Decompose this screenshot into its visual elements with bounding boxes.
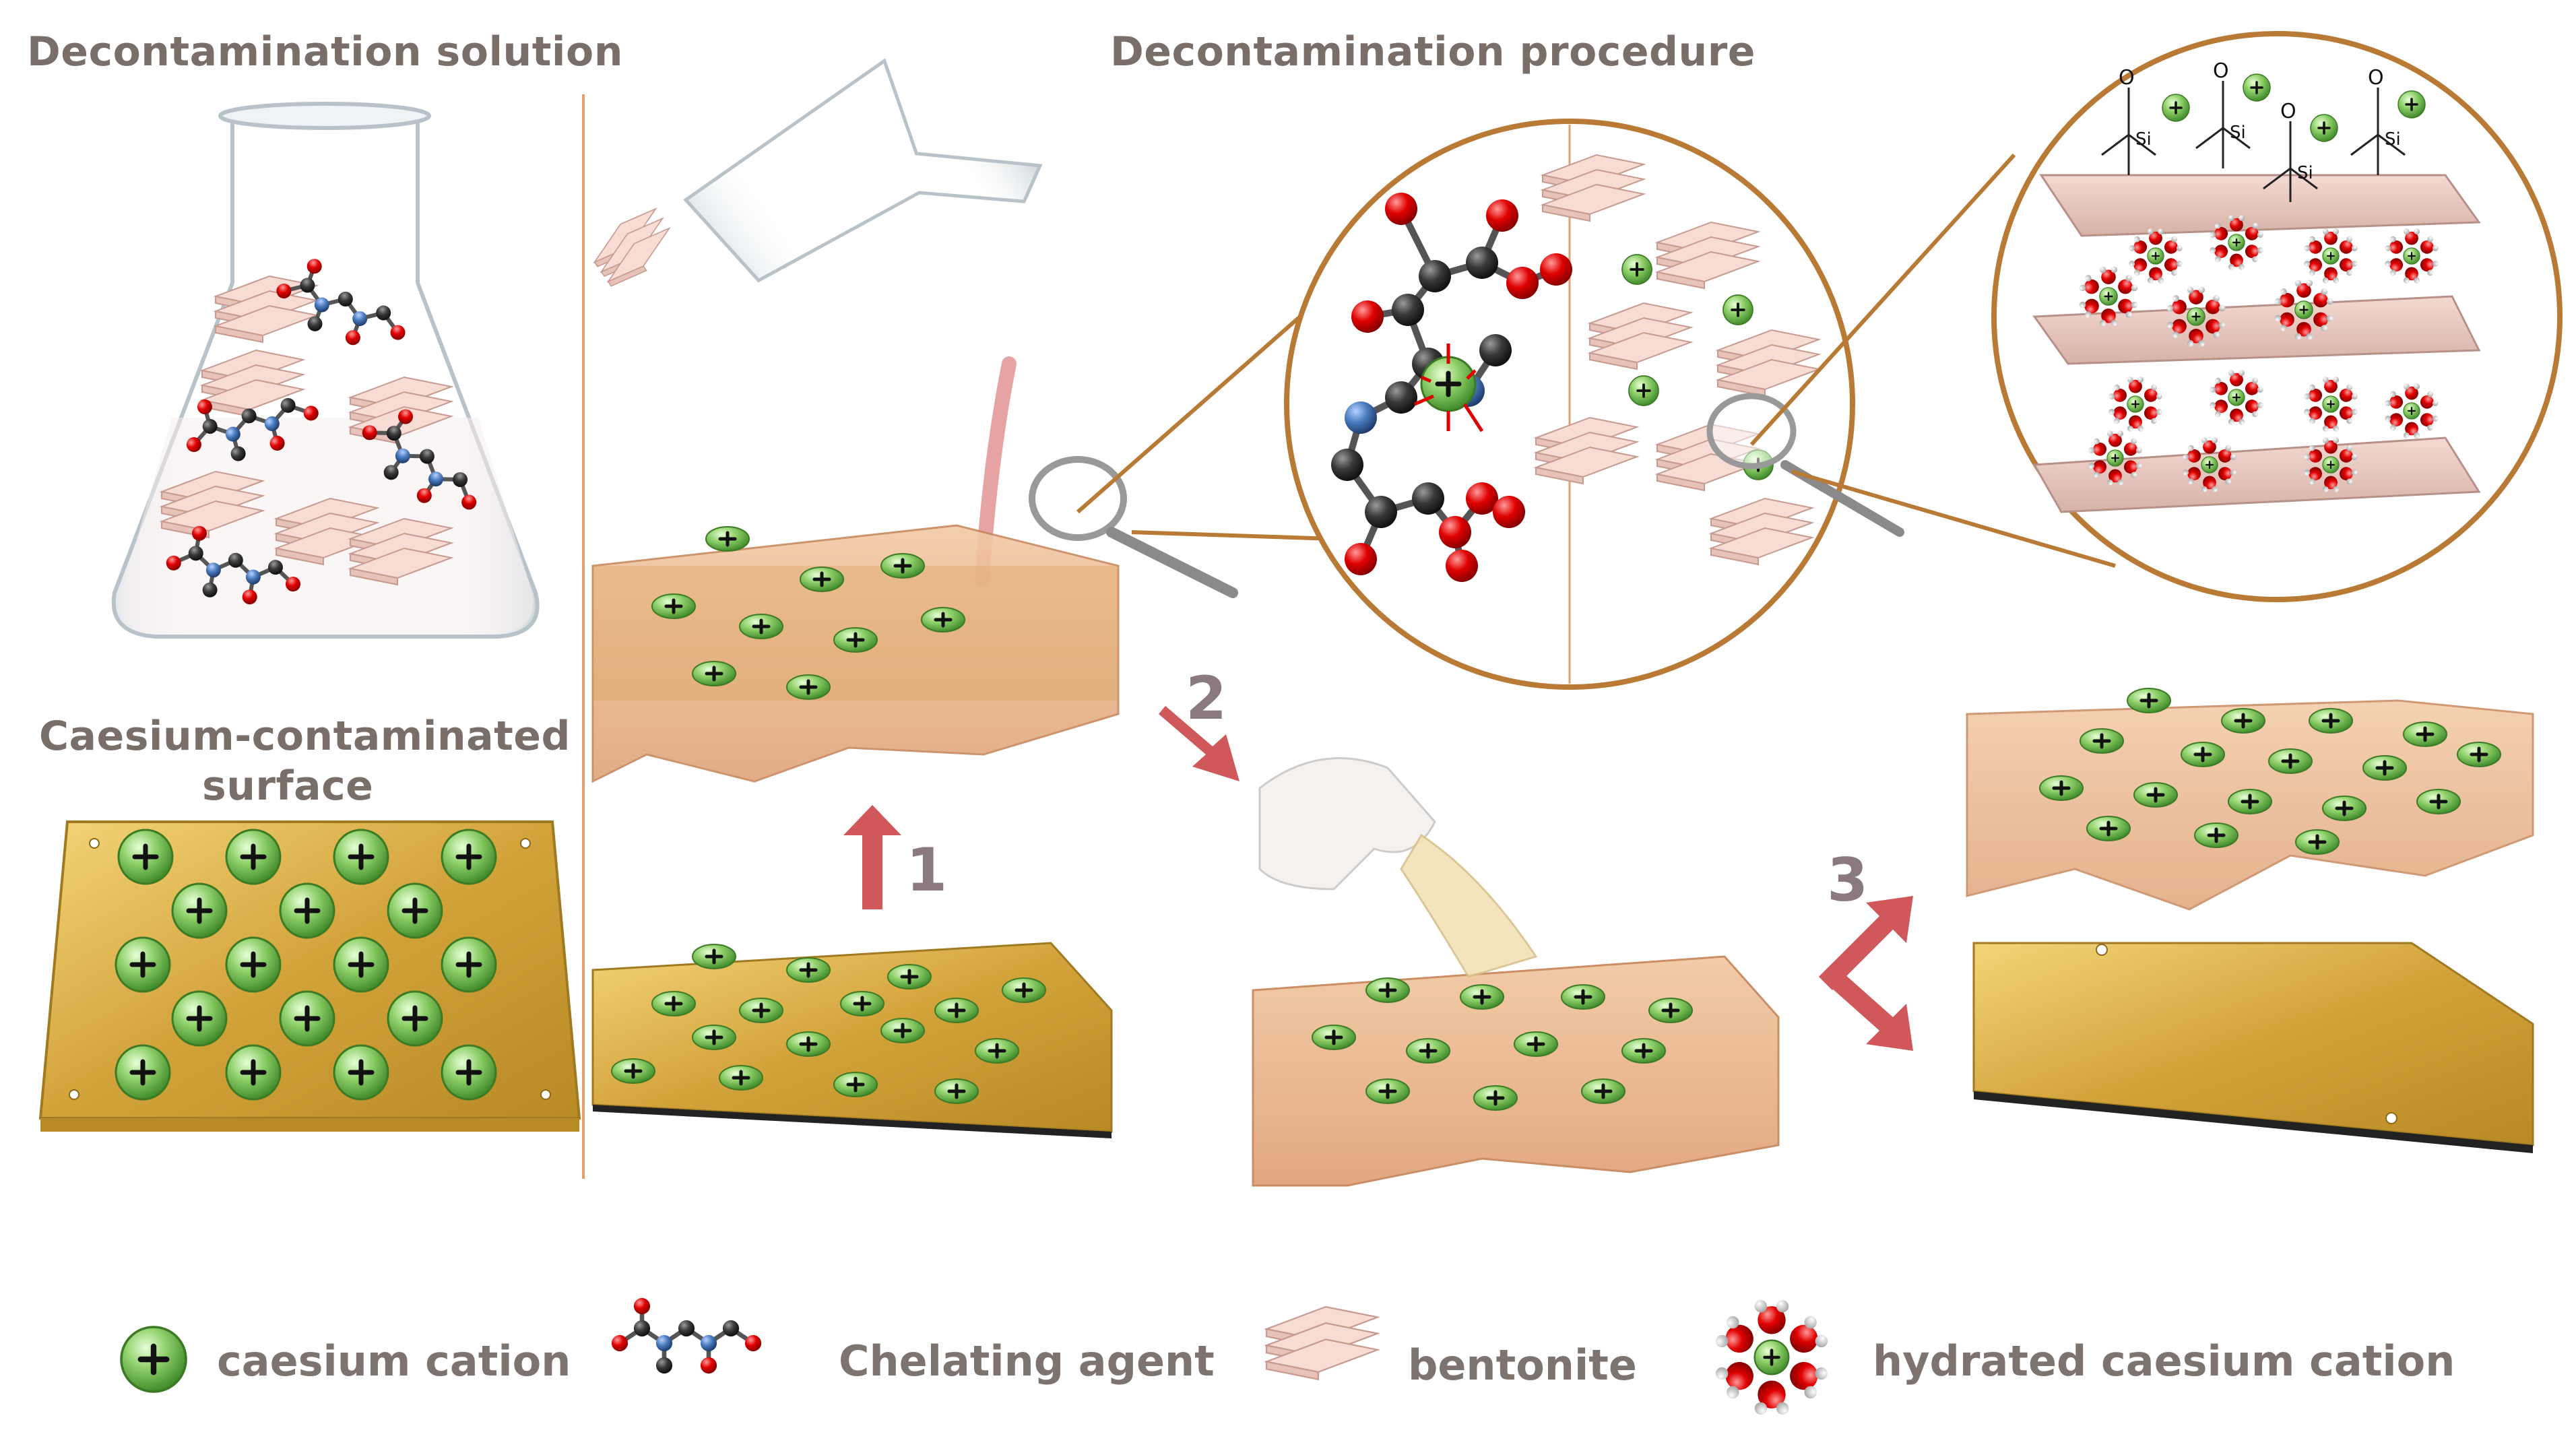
- step3-removed-gel: [1966, 688, 2534, 911]
- magnifying-glass-icon-2: [1706, 393, 1797, 470]
- o-minus-label: O: [2119, 66, 2135, 90]
- chelating-agent-icon: [612, 1298, 761, 1373]
- svg-text:Si: Si: [2385, 129, 2401, 150]
- legend-label-hydrated-caesium-cation: hydrated caesium cation: [1873, 1336, 2455, 1386]
- step3-arrows: [1819, 896, 1913, 1051]
- svg-text:O: O: [2213, 59, 2229, 83]
- pouring-flask-icon: [584, 58, 1043, 293]
- erlenmeyer-flask-icon: [111, 102, 540, 639]
- step3-clean-plate: [1972, 942, 2534, 1153]
- bentonite-icon: [1265, 1305, 1379, 1380]
- step2-peeling-gel: [1252, 757, 1780, 1187]
- step1-arrow: [843, 805, 901, 909]
- surface-heading-line2: surface: [202, 763, 374, 810]
- caesium-cation-icon: [121, 1327, 186, 1392]
- step1-number: 1: [906, 835, 948, 905]
- contaminated-brass-plate: [38, 820, 581, 1132]
- step2-number: 2: [1186, 664, 1227, 733]
- svg-text:O: O: [2368, 66, 2384, 90]
- zoom-callout-chelation: [1284, 119, 1904, 690]
- svg-text:Si: Si: [2230, 123, 2246, 143]
- surface-heading-line1: Caesium-contaminated: [39, 713, 571, 760]
- magnifying-glass-icon-1: [1029, 456, 1238, 598]
- si-label: Si: [2135, 129, 2152, 150]
- chelate-complex: [1331, 193, 1572, 582]
- step1-plate: [591, 942, 1113, 1138]
- solution-heading: Decontamination solution: [27, 28, 623, 75]
- hydrated-caesium-cation-icon: [1714, 1300, 1830, 1415]
- step3-number: 3: [1827, 845, 1869, 915]
- gel-coated-surface: [591, 524, 1120, 783]
- legend-label-chelating-agent: Chelating agent: [839, 1336, 1215, 1386]
- zoom-callout-bentonite-layers: O O O O Si Si Si Si: [1991, 31, 2563, 602]
- svg-text:Si: Si: [2297, 163, 2313, 183]
- step2-arrow: [1159, 706, 1239, 781]
- svg-text:O: O: [2280, 100, 2296, 123]
- legend-label-caesium-cation: caesium cation: [217, 1336, 571, 1386]
- procedure-heading: Decontamination procedure: [1110, 28, 1756, 75]
- legend-label-bentonite: bentonite: [1408, 1340, 1637, 1390]
